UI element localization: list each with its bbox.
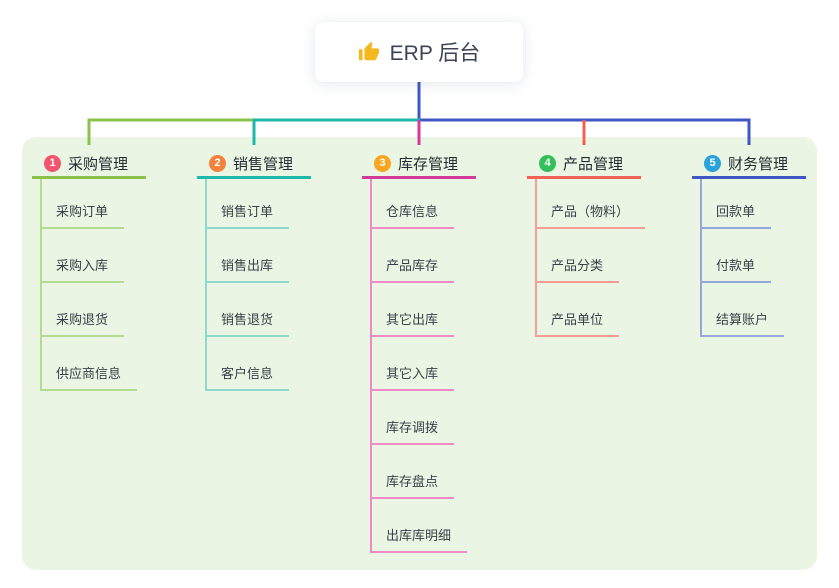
- leaf-node[interactable]: 销售出库: [207, 255, 290, 283]
- thumbs-up-icon: [358, 41, 380, 63]
- leaf-node[interactable]: 产品分类: [537, 255, 620, 283]
- leaf-row: 回款单: [702, 179, 806, 229]
- branch-number-badge: 3: [374, 154, 391, 172]
- branch-inventory: 3 库存管理仓库信息产品库存其它出库其它入库库存调拨库存盘点出库库明细: [362, 150, 476, 553]
- root-label: ERP 后台: [389, 42, 481, 65]
- leaf-node[interactable]: 产品库存: [372, 255, 455, 283]
- branch-title-sales[interactable]: 2 销售管理: [197, 150, 311, 179]
- leaf-row: 产品库存: [372, 229, 476, 283]
- leaf-node[interactable]: 库存调拨: [372, 417, 455, 445]
- branch-title-finance[interactable]: 5 财务管理: [692, 150, 806, 179]
- branch-number-badge: 5: [704, 154, 721, 172]
- leaf-row: 仓库信息: [372, 179, 476, 229]
- leaf-row: 供应商信息: [42, 337, 146, 391]
- leaf-node[interactable]: 采购入库: [42, 255, 125, 283]
- leaf-row: 采购订单: [42, 179, 146, 229]
- branch-children: 销售订单销售出库销售退货客户信息: [205, 179, 311, 391]
- leaf-node[interactable]: 产品单位: [537, 309, 620, 337]
- leaf-row: 出库库明细: [372, 499, 476, 553]
- leaf-row: 销售订单: [207, 179, 311, 229]
- branch-children: 仓库信息产品库存其它出库其它入库库存调拨库存盘点出库库明细: [370, 179, 476, 553]
- leaf-node[interactable]: 库存盘点: [372, 471, 455, 499]
- leaf-row: 销售出库: [207, 229, 311, 283]
- leaf-row: 其它入库: [372, 337, 476, 391]
- branch-children: 采购订单采购入库采购退货供应商信息: [40, 179, 146, 391]
- leaf-node[interactable]: 其它入库: [372, 363, 455, 391]
- branch-label: 库存管理: [398, 155, 459, 173]
- leaf-row: 结算账户: [702, 283, 806, 337]
- leaf-row: 产品单位: [537, 283, 641, 337]
- leaf-node[interactable]: 仓库信息: [372, 201, 455, 229]
- leaf-node[interactable]: 产品（物料）: [537, 201, 646, 229]
- leaf-row: 付款单: [702, 229, 806, 283]
- leaf-node[interactable]: 采购订单: [42, 201, 125, 229]
- leaf-row: 客户信息: [207, 337, 311, 391]
- leaf-row: 库存盘点: [372, 445, 476, 499]
- branch-product: 4 产品管理产品（物料） 产品分类产品单位: [527, 150, 646, 337]
- leaf-row: 库存调拨: [372, 391, 476, 445]
- leaf-node[interactable]: 客户信息: [207, 363, 290, 391]
- branch-label: 销售管理: [233, 155, 294, 173]
- leaf-row: 销售退货: [207, 283, 311, 337]
- branch-title-purchase[interactable]: 1 采购管理: [32, 150, 146, 179]
- leaf-node[interactable]: 结算账户: [702, 309, 785, 337]
- branch-label: 产品管理: [563, 155, 624, 173]
- leaf-node[interactable]: 付款单: [702, 255, 772, 283]
- branch-label: 采购管理: [68, 155, 129, 173]
- leaf-row: 产品分类: [537, 229, 641, 283]
- leaf-node[interactable]: 销售退货: [207, 309, 290, 337]
- leaf-row: 采购入库: [42, 229, 146, 283]
- leaf-node[interactable]: 回款单: [702, 201, 772, 229]
- leaf-row: 采购退货: [42, 283, 146, 337]
- connector-line: [417, 82, 751, 145]
- branch-sales: 2 销售管理销售订单销售出库销售退货客户信息: [197, 150, 311, 391]
- root-node[interactable]: ERP 后台: [315, 22, 523, 82]
- leaf-node[interactable]: 供应商信息: [42, 363, 138, 391]
- leaf-node[interactable]: 其它出库: [372, 309, 455, 337]
- leaf-row: 产品（物料）: [537, 179, 646, 229]
- branch-label: 财务管理: [728, 155, 789, 173]
- branch-number-badge: 2: [209, 154, 226, 172]
- leaf-node[interactable]: 采购退货: [42, 309, 125, 337]
- leaf-node[interactable]: 出库库明细: [372, 525, 468, 553]
- branch-number-badge: 4: [539, 154, 556, 172]
- branch-title-inventory[interactable]: 3 库存管理: [362, 150, 476, 179]
- branch-children: 回款单付款单结算账户: [700, 179, 806, 337]
- branch-finance: 5 财务管理回款单付款单结算账户: [692, 150, 806, 337]
- branch-purchase: 1 采购管理采购订单采购入库采购退货供应商信息: [32, 150, 146, 391]
- leaf-row: 其它出库: [372, 283, 476, 337]
- branch-title-product[interactable]: 4 产品管理: [527, 150, 641, 179]
- leaf-node[interactable]: 销售订单: [207, 201, 290, 229]
- branch-number-badge: 1: [44, 154, 61, 172]
- branch-children: 产品（物料） 产品分类产品单位: [535, 179, 646, 337]
